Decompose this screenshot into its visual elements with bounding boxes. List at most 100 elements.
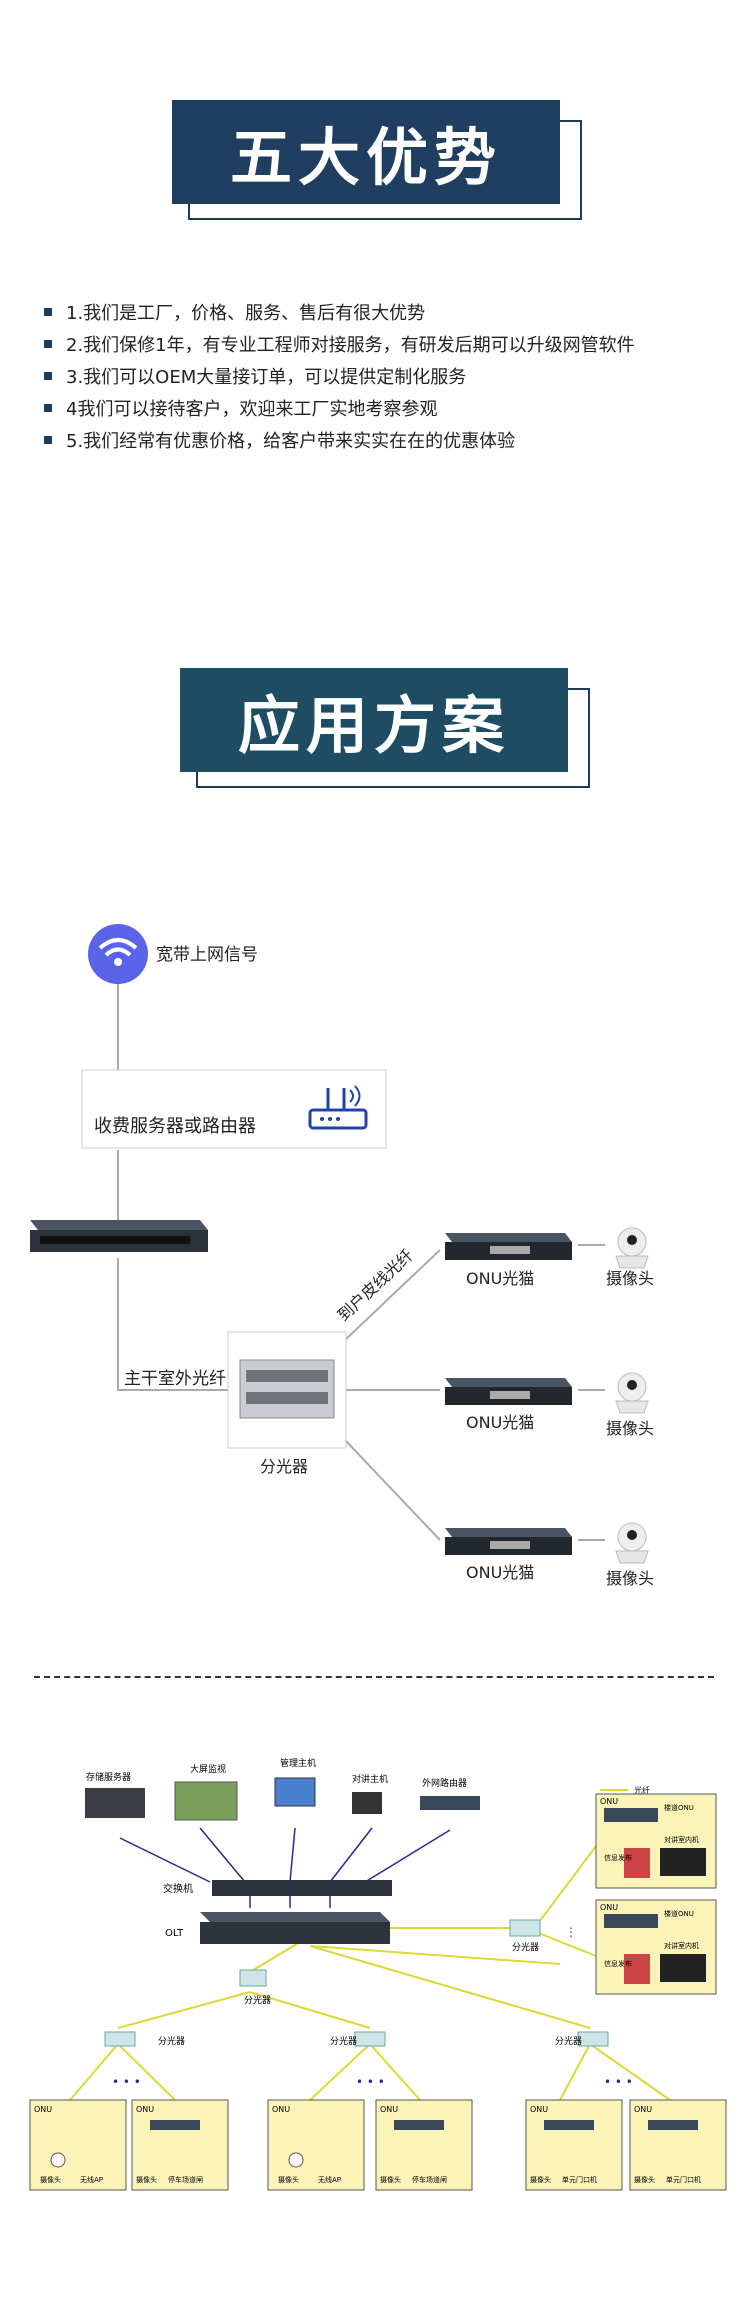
ellipsis-dots: • • •	[112, 2075, 141, 2089]
topology-diagram-1: 宽带上网信号 收费服务器或路由器 主干室外光纤 分光器 到户皮线光纤 ONU光猫…	[30, 924, 654, 1588]
diagram-text: 停车场道闸	[168, 2175, 203, 2184]
bottom-onu-box: ONU 摄像头 停车场道闸	[131, 2099, 229, 2191]
advantage-item: 3.我们可以OEM大量接订单，可以提供定制化服务	[44, 360, 635, 392]
splitter-icon	[104, 2031, 136, 2047]
splitter-icon	[509, 1919, 541, 1937]
diagram-text: 无线AP	[80, 2175, 103, 2184]
ellipsis-dots: • • •	[604, 2075, 633, 2089]
diagram-text: 楼道ONU	[664, 1803, 694, 1812]
diagram-text: 信息发布	[604, 1959, 632, 1968]
onu-label: ONU光猫	[466, 1413, 534, 1432]
splitter-icon	[577, 2031, 609, 2047]
bullet-square-icon	[44, 372, 52, 380]
diagram-text: 摄像头	[380, 2175, 401, 2184]
router-icon	[308, 1085, 368, 1130]
ellipsis-dots: • • •	[356, 2075, 385, 2089]
right-onu-box: ONU 楼道ONU 对讲室内机 信息发布	[595, 1899, 717, 1995]
device-label: 管理主机	[280, 1757, 316, 1769]
diagram-text: 摄像头	[530, 2175, 551, 2184]
olt-icon	[200, 1912, 390, 1922]
bottom-onu-box: ONU 摄像头 单元门口机	[629, 2099, 727, 2191]
camera-label: 摄像头	[606, 1419, 654, 1438]
drop-fiber-label: 到户皮线光纤	[334, 1246, 417, 1325]
link-line	[117, 1258, 232, 1391]
link-line	[344, 1249, 441, 1341]
diagram-text: ONU	[272, 2105, 290, 2114]
advantage-item: 2.我们保修1年，有专业工程师对接服务，有研发后期可以升级网管软件	[44, 328, 635, 360]
external-router-icon	[420, 1796, 480, 1810]
olt-body	[200, 1922, 390, 1944]
bullet-square-icon	[44, 404, 52, 412]
intercom-host-icon	[352, 1792, 382, 1814]
olt-device-icon	[30, 1220, 208, 1252]
advantage-item: 5.我们经常有优惠价格，给客户带来实实在在的优惠体验	[44, 424, 635, 456]
diagram-text: ONU	[136, 2105, 154, 2114]
diagram-text: 楼道ONU	[664, 1909, 694, 1918]
splitter-label: 分光器	[260, 1457, 308, 1476]
bullet-square-icon	[44, 340, 52, 348]
onu-label: ONU光猫	[466, 1269, 534, 1288]
bottom-onu-box: ONU 摄像头 无线AP	[267, 2099, 365, 2191]
diagram-text: ONU	[380, 2105, 398, 2114]
splitter-label: 分光器	[512, 1941, 539, 1953]
dashed-divider	[34, 1676, 714, 1678]
monitor-wall-icon	[174, 1781, 238, 1821]
bottom-onu-box: ONU 摄像头 停车场道闸	[375, 2099, 473, 2191]
diagram-text: 摄像头	[634, 2175, 655, 2184]
diagram-text: 摄像头	[136, 2175, 157, 2184]
olt-label: OLT	[165, 1928, 184, 1939]
bottom-onu-box: ONU 摄像头 单元门口机	[525, 2099, 623, 2191]
solutions-title: 应用方案	[180, 668, 568, 772]
legend-fiber-text: 光纤	[634, 1785, 650, 1795]
device-label: 外网路由器	[422, 1777, 467, 1789]
device-label: 存储服务器	[86, 1771, 131, 1783]
camera-label: 摄像头	[606, 1569, 654, 1588]
bullet-square-icon	[44, 308, 52, 316]
wifi-icon	[88, 924, 148, 984]
management-pc-icon	[274, 1777, 316, 1807]
solutions-banner: 应用方案	[180, 668, 592, 792]
bullet-square-icon	[44, 436, 52, 444]
advantage-item: 1.我们是工厂，价格、服务、售后有很大优势	[44, 296, 635, 328]
diagram-text: ONU	[600, 1903, 618, 1912]
diagram-text: 停车场道闸	[412, 2175, 447, 2184]
splitter-label: 分光器	[158, 2035, 185, 2047]
advantage-item: 4我们可以接待客户，欢迎来工厂实地考察参观	[44, 392, 635, 424]
splitter-icon	[239, 1969, 267, 1987]
trunk-fiber-label: 主干室外光纤	[124, 1369, 226, 1389]
diagram-text: 信息发布	[604, 1853, 632, 1862]
bottom-onu-box: ONU 摄像头 无线AP	[29, 2099, 127, 2191]
diagram-text: 单元门口机	[562, 2175, 597, 2184]
diagram-text: 无线AP	[318, 2175, 341, 2184]
topology-diagram-2: 光纤 网线 存储服务器 大屏监视 管理主机 对讲主机 外网路由器	[29, 1757, 727, 2191]
diagram-text: ONU	[634, 2105, 652, 2114]
device-label: 对讲主机	[352, 1773, 388, 1785]
onu-device-icon	[445, 1528, 572, 1555]
diagram-text: 对讲室内机	[664, 1941, 699, 1950]
camera-icon	[615, 1372, 649, 1414]
camera-icon	[615, 1522, 649, 1564]
diagram-text: ONU	[34, 2105, 52, 2114]
link-line	[344, 1439, 441, 1541]
router-label: 收费服务器或路由器	[94, 1116, 256, 1137]
storage-server-icon	[85, 1788, 145, 1818]
diagram-text: ONU	[530, 2105, 548, 2114]
broadband-label: 宽带上网信号	[156, 945, 258, 965]
splitter-label: 分光器	[244, 1994, 271, 2006]
splitter-label: 分光器	[330, 2035, 357, 2047]
splitter-label: 分光器	[555, 2035, 582, 2047]
onu-device-icon	[445, 1378, 572, 1405]
network-cables	[119, 1827, 451, 1908]
ellipsis-dots: ⋮	[565, 1925, 577, 1939]
onu-label: ONU光猫	[466, 1563, 534, 1582]
splitter-icon	[354, 2031, 386, 2047]
diagram-text: 单元门口机	[666, 2175, 701, 2184]
fiber-lines	[69, 1845, 671, 2101]
right-onu-box: ONU 楼道ONU 对讲室内机 信息发布	[595, 1793, 717, 1889]
switch-label: 交换机	[163, 1882, 193, 1895]
diagram-text: 摄像头	[278, 2175, 299, 2184]
diagram-text: 摄像头	[40, 2175, 61, 2184]
camera-label: 摄像头	[606, 1269, 654, 1288]
diagram-text: 对讲室内机	[664, 1835, 699, 1844]
advantages-banner: 五大优势	[172, 100, 584, 224]
